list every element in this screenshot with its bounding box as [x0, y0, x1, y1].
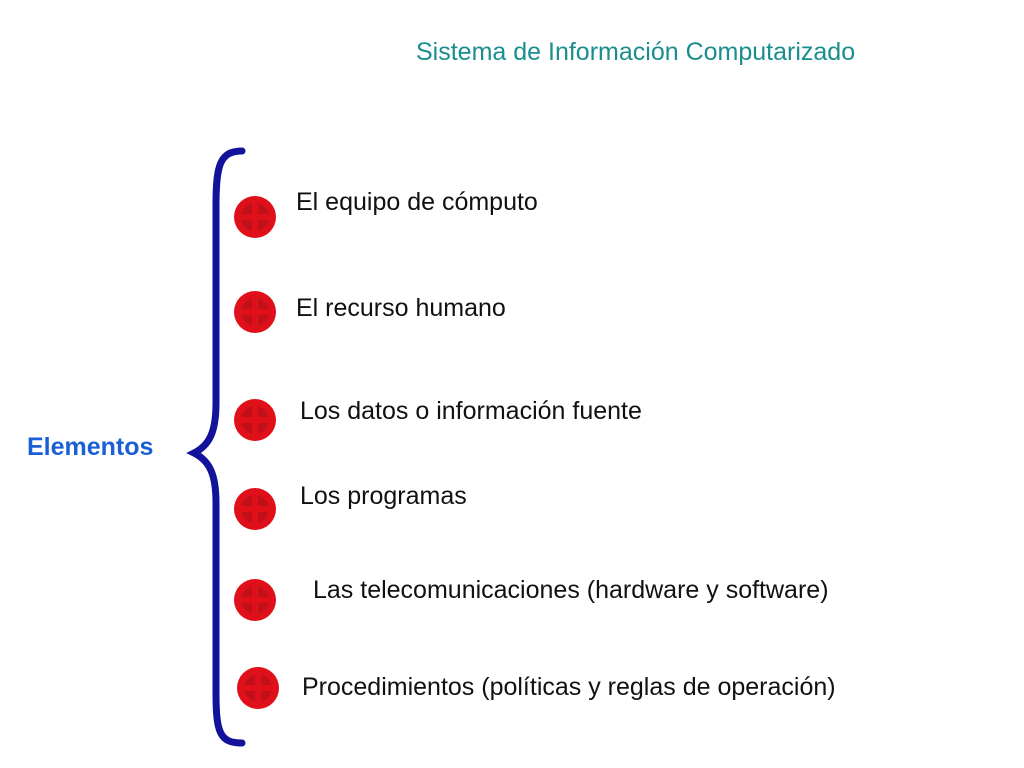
slide-title: Sistema de Información Computarizado: [416, 38, 856, 66]
item-label: Los datos o información fuente: [300, 397, 642, 425]
red-cross-circle-icon: [234, 291, 276, 333]
curly-brace: [186, 147, 246, 747]
root-label: Elementos: [27, 433, 154, 461]
item-label: Las telecomunicaciones (hardware y softw…: [313, 576, 829, 604]
item-label: Procedimientos (políticas y reglas de op…: [302, 673, 836, 701]
brace-path: [186, 147, 246, 747]
red-cross-circle-icon: [234, 579, 276, 621]
item-label: El recurso humano: [296, 294, 506, 322]
item-label: Los programas: [300, 482, 467, 510]
red-cross-circle-icon: [234, 399, 276, 441]
red-cross-circle-icon: [234, 196, 276, 238]
red-cross-circle-icon: [234, 488, 276, 530]
item-label: El equipo de cómputo: [296, 188, 538, 216]
red-cross-circle-icon: [237, 667, 279, 709]
